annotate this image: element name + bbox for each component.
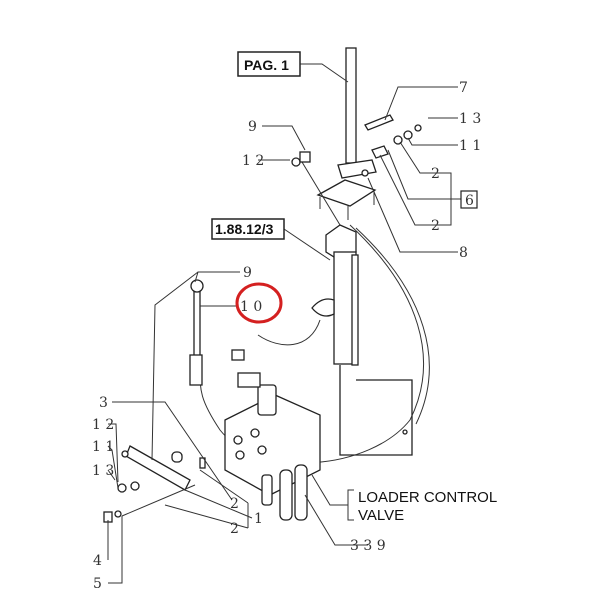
callout: 8	[459, 245, 468, 261]
leader-lines	[107, 63, 461, 584]
group-ref-box: 6	[460, 190, 478, 209]
callout-numbers: 7 1 3 1 1 9 1 2 2 2 8 9 1 0 3 1 2 1 1 1 …	[92, 80, 481, 592]
callout: 2	[230, 496, 239, 512]
callout: 1 3	[459, 111, 481, 127]
callout: 1 2	[242, 153, 264, 169]
control-cables	[189, 161, 430, 464]
caption-line: LOADER CONTROL	[358, 489, 497, 506]
callout: 2	[431, 166, 440, 182]
callout: 5	[93, 576, 102, 592]
callout: 1 0	[240, 299, 262, 315]
page-ref-label: PAG. 1	[244, 57, 289, 73]
callout: 1 1	[459, 138, 481, 154]
callout: 9	[248, 119, 257, 135]
callout: 1 3	[92, 463, 114, 479]
callout: 7	[459, 80, 468, 96]
callout: 4	[93, 553, 102, 569]
section-ref-label: 1.88.12/3	[215, 221, 274, 237]
callout: 1	[254, 511, 263, 527]
callout: 1 1	[92, 439, 114, 455]
callout: 2	[230, 521, 239, 537]
callout: 2	[431, 218, 440, 234]
linkage-parts	[103, 114, 422, 523]
valve-caption: LOADER CONTROL VALVE	[358, 489, 497, 524]
callout: 3	[99, 395, 108, 411]
caption-line: VALVE	[358, 507, 404, 524]
callout: 9	[243, 265, 252, 281]
control-lever	[316, 47, 377, 220]
callout: 1 2	[92, 417, 114, 433]
highlight-circle	[235, 282, 283, 324]
page-ref-box[interactable]: PAG. 1	[237, 51, 301, 77]
callout: 3 3 9	[350, 538, 386, 554]
loader-control-valve	[224, 349, 321, 521]
section-ref-box[interactable]: 1.88.12/3	[211, 218, 285, 240]
support-pillar	[311, 224, 413, 456]
group-ref-label: 6	[465, 193, 474, 209]
